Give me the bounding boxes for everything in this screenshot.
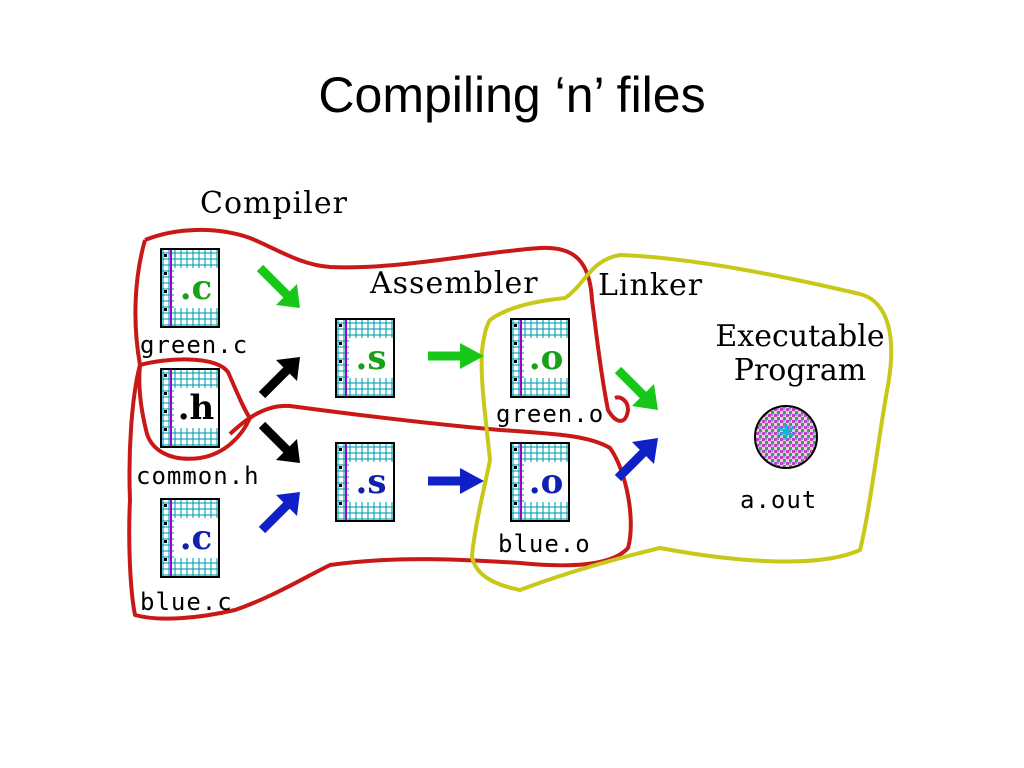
slide-title: Compiling ‘n’ files [318,67,706,123]
file-icon-green-c: .c [160,248,220,328]
file-ext: .h [174,388,218,428]
linker-label: Linker [598,268,704,303]
file-label-blue-o: blue.o [498,530,591,558]
executable-line1: Executable [715,319,885,354]
file-ext: .c [174,268,218,308]
file-label-blue-c: blue.c [140,588,233,616]
linker-outline [470,253,894,592]
arrow-h-to-blue-s [258,421,300,463]
arrow-blue-s-to-o [428,468,484,494]
compiler-outline-lower [127,239,633,621]
compiler-label: Compiler [200,186,348,221]
arrow-blue-c-to-s [258,492,300,534]
file-ext: .s [349,462,393,502]
executable-line2: Program [733,353,867,388]
file-ext: .c [174,518,218,558]
file-icon-green-s: .s [335,318,395,398]
arrow-green-s-to-o [428,343,484,369]
file-icon-blue-o: .o [510,442,570,522]
file-label-a-out: a.out [740,486,818,514]
arrow-blue-o-to-exe [614,438,658,482]
file-ext: .o [524,338,568,378]
file-icon-blue-s: .s [335,442,395,522]
file-icon-common-h: .h [160,368,220,448]
arrow-h-to-green-s [258,357,300,399]
svg-text:*: * [777,418,795,458]
file-ext: .s [349,338,393,378]
file-icon-blue-c: .c [160,498,220,578]
executable-title: Executable Program [700,320,900,388]
file-icon-green-o: .o [510,318,570,398]
file-ext: .o [524,462,568,502]
file-label-green-o: green.o [496,400,605,428]
file-label-common-h: common.h [136,462,260,490]
executable-icon: * [754,405,818,469]
file-label-green-c: green.c [140,331,249,359]
header-outline [137,357,252,461]
compiler-outline [144,227,630,423]
arrow-green-o-to-exe [614,366,658,410]
assembler-label: Assembler [370,266,539,301]
arrow-green-c-to-s [256,264,300,308]
